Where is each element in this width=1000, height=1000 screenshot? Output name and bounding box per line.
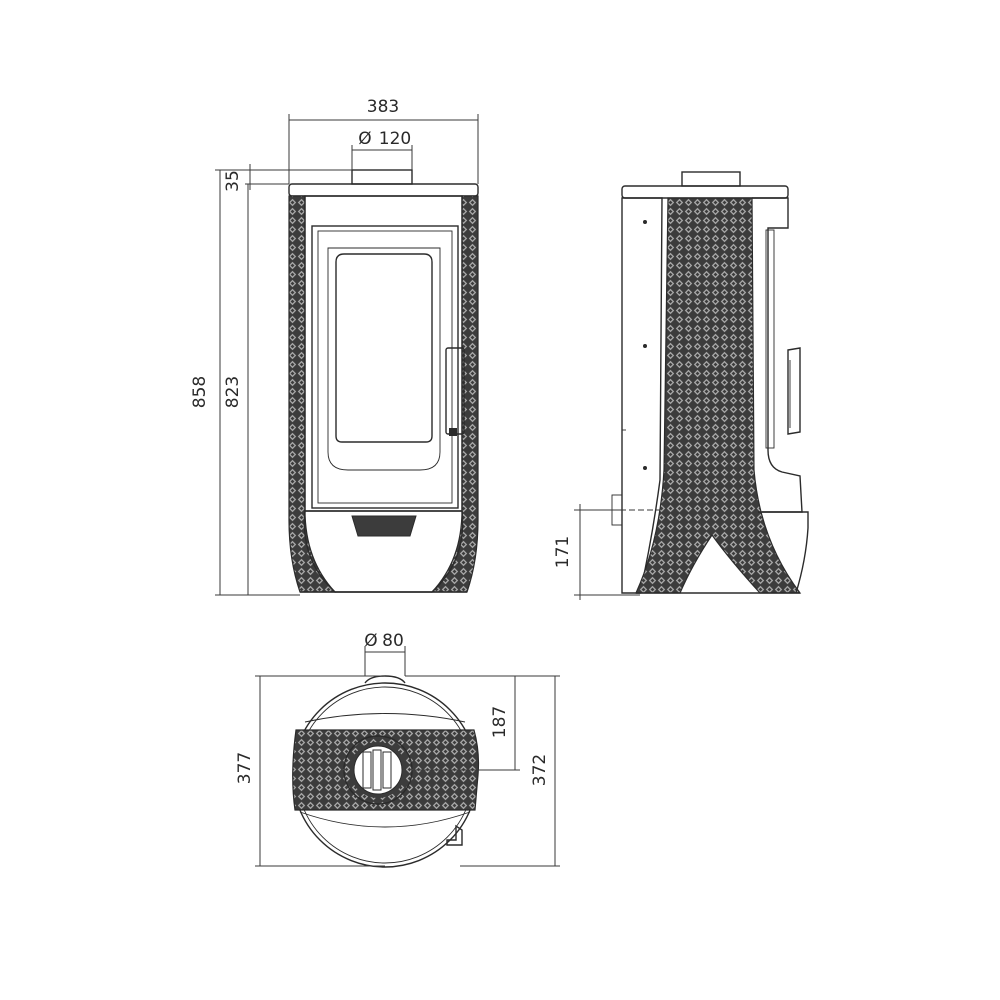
top-view bbox=[292, 675, 480, 868]
top-flue-offset-label: 187 bbox=[490, 706, 510, 738]
side-flue-collar bbox=[681, 171, 741, 187]
top-offset-label: 35 bbox=[223, 170, 243, 192]
top-flue-diameter-label: 80 bbox=[382, 631, 404, 651]
glass-surround bbox=[327, 247, 441, 471]
front-view bbox=[288, 169, 479, 593]
diameter-symbol: Ø bbox=[358, 129, 371, 149]
stove-body bbox=[304, 195, 463, 512]
top-handle bbox=[446, 824, 463, 846]
top-depth-outer-label: 377 bbox=[235, 752, 255, 784]
body-height-label: 823 bbox=[223, 376, 243, 408]
door-handle bbox=[445, 347, 465, 435]
door-glass bbox=[335, 253, 433, 443]
side-door-profile bbox=[752, 197, 803, 513]
right-side-panel bbox=[430, 195, 479, 593]
door-frame bbox=[311, 225, 459, 509]
side-dimensions: 171 bbox=[553, 504, 660, 600]
front-dimensions: 383 Ø 120 35 858 823 bbox=[190, 97, 479, 596]
front-width-label: 383 bbox=[367, 97, 399, 117]
side-door-handle bbox=[787, 347, 801, 435]
side-view bbox=[611, 171, 809, 594]
top-plate bbox=[288, 183, 479, 197]
front-flue-diameter-label: 120 bbox=[379, 129, 411, 149]
flue-collar bbox=[351, 169, 413, 185]
side-patterned-panel bbox=[635, 197, 802, 594]
side-top-plate bbox=[621, 185, 789, 199]
outlet-height-label: 171 bbox=[553, 536, 573, 568]
total-height-label: 858 bbox=[190, 376, 210, 408]
top-depth-inner-label: 372 bbox=[530, 754, 550, 786]
handle-latch bbox=[449, 428, 457, 436]
side-base-front bbox=[762, 511, 809, 594]
air-intake-grille bbox=[351, 515, 417, 537]
top-dimensions: Ø 80 377 372 187 bbox=[235, 631, 560, 867]
top-flue-stub bbox=[364, 675, 406, 684]
diameter-symbol-top: Ø bbox=[364, 631, 377, 651]
door-inner-frame bbox=[317, 230, 453, 504]
